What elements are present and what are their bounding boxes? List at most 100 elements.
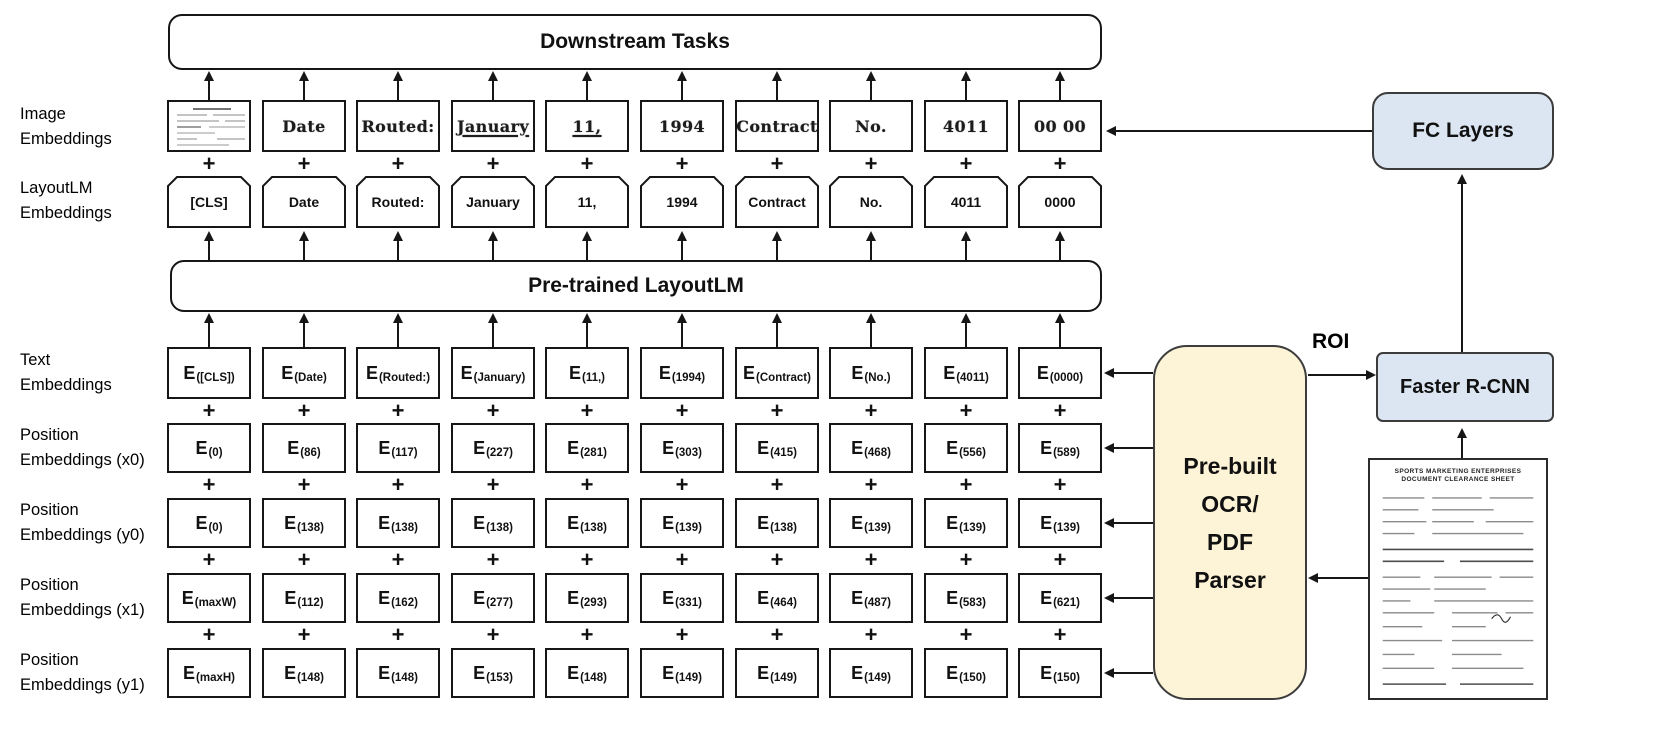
layoutlm-embedding-box: 0000 (1018, 176, 1102, 228)
arrow-up-icon (203, 231, 215, 260)
token-box-outline (356, 176, 440, 228)
position-x0-box: E(117) (356, 423, 440, 473)
embedding-subscript: (150) (959, 672, 986, 684)
plus-sign: + (770, 151, 784, 176)
arrow-up-icon (487, 231, 499, 260)
embedding-column: Date + Date E(Date) + E(86) + E(138) + E… (262, 0, 346, 751)
plus-sign: + (959, 151, 973, 176)
embedding-subscript: (162) (391, 597, 418, 609)
plus-sign: + (486, 151, 500, 176)
position-y0-box: E(138) (735, 498, 819, 548)
plus-sign: + (297, 472, 311, 497)
text-embedding-box: E(Contract) (735, 347, 819, 399)
arrow-parser-to-x1-row (1104, 592, 1153, 604)
position-x0-box: E(0) (167, 423, 251, 473)
image-embedding-box (167, 100, 251, 152)
layoutlm-embedding-box: No. (829, 176, 913, 228)
plus-sign: + (486, 622, 500, 647)
token-box-outline (262, 176, 346, 228)
arrow-parser-to-y0-row (1104, 517, 1153, 529)
embedding-subscript: (331) (675, 597, 702, 609)
arrow-up-icon (392, 313, 404, 347)
plus-sign: + (675, 398, 689, 423)
plus-sign: + (202, 622, 216, 647)
token-label: No. (859, 194, 883, 210)
embedding-column: No. + No. E(No.) + E(468) + E(139) + E(4… (829, 0, 913, 751)
arrow-document-to-rcnn (1456, 428, 1468, 458)
text-embedding-box: E([CLS]) (167, 347, 251, 399)
arrow-up-icon (298, 231, 310, 260)
arrow-up-icon (676, 313, 688, 347)
plus-sign: + (864, 398, 878, 423)
plus-sign: + (864, 472, 878, 497)
plus-sign: + (391, 547, 405, 572)
position-y0-box: E(139) (1018, 498, 1102, 548)
arrow-up-icon (581, 313, 593, 347)
embedding-subscript: (149) (770, 672, 797, 684)
position-x0-box: E(589) (1018, 423, 1102, 473)
layoutlm-embedding-box: Contract (735, 176, 819, 228)
layoutlm-embedding-box: 4011 (924, 176, 1008, 228)
position-x1-box: E(162) (356, 573, 440, 623)
embedding-subscript: (0) (208, 522, 223, 534)
arrow-up-icon (865, 313, 877, 347)
plus-sign: + (675, 472, 689, 497)
plus-sign: + (770, 622, 784, 647)
embedding-subscript: ([CLS]) (196, 372, 235, 384)
embedding-subscript: (138) (297, 522, 324, 534)
embedding-subscript: (0000) (1049, 372, 1084, 384)
arrow-document-to-parser (1308, 572, 1368, 584)
word-image: Date (282, 116, 326, 136)
position-x0-box: E(415) (735, 423, 819, 473)
token-box-outline (924, 176, 1008, 228)
token-box-outline (829, 176, 913, 228)
token-label: 11, (577, 194, 597, 210)
arrow-parser-to-text-row (1104, 367, 1153, 379)
plus-sign: + (202, 398, 216, 423)
word-image: No. (855, 116, 887, 136)
image-embedding-box: 11, (545, 100, 629, 152)
image-embedding-box: 1994 (640, 100, 724, 152)
arrow-up-icon (392, 71, 404, 100)
plus-sign: + (1053, 622, 1067, 647)
arrow-up-icon (960, 71, 972, 100)
embedding-column: January + January E(January) + E(227) + … (451, 0, 535, 751)
embedding-subscript: (281) (580, 447, 607, 459)
embedding-subscript: (621) (1053, 597, 1080, 609)
plus-sign: + (959, 398, 973, 423)
position-x1-box: E(277) (451, 573, 535, 623)
token-box-outline (545, 176, 629, 228)
embedding-subscript: (277) (486, 597, 513, 609)
position-x0-box: E(227) (451, 423, 535, 473)
token-label: January (466, 194, 520, 210)
embedding-subscript: (415) (770, 447, 797, 459)
position-x1-box: E(464) (735, 573, 819, 623)
text-embedding-box: E(11,) (545, 347, 629, 399)
embedding-subscript: (487) (864, 597, 891, 609)
token-box-outline (1018, 176, 1102, 228)
token-label: Routed: (371, 194, 425, 210)
embedding-subscript: (maxH) (196, 672, 235, 684)
arrow-up-icon (1054, 71, 1066, 100)
fc-layers-box: FC Layers (1372, 92, 1554, 170)
image-embedding-box: January (451, 100, 535, 152)
embedding-subscript: (148) (580, 672, 607, 684)
embedding-subscript: (Date) (294, 372, 327, 384)
plus-sign: + (486, 398, 500, 423)
plus-sign: + (297, 622, 311, 647)
embedding-subscript: (Contract) (756, 372, 811, 384)
arrow-up-icon (392, 231, 404, 260)
text-embedding-box: E(Routed:) (356, 347, 440, 399)
position-x1-box: E(293) (545, 573, 629, 623)
document-thumbnail: SPORTS MARKETING ENTERPRISES DOCUMENT CL… (1368, 458, 1548, 700)
position-y0-box: E(138) (262, 498, 346, 548)
position-x0-box: E(303) (640, 423, 724, 473)
position-x1-box: E(331) (640, 573, 724, 623)
plus-sign: + (770, 398, 784, 423)
embedding-subscript: (148) (297, 672, 324, 684)
embedding-subscript: (149) (864, 672, 891, 684)
token-box-outline (735, 176, 819, 228)
embedding-subscript: (139) (864, 522, 891, 534)
